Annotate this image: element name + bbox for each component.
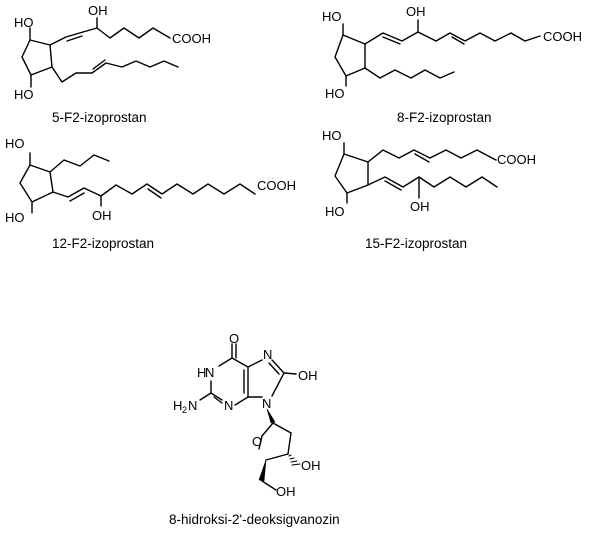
caption-12-f2-izoprostan: 12-F2-izoprostan	[52, 236, 154, 251]
bond	[247, 359, 263, 368]
atom-label-oh: OH	[298, 368, 318, 383]
atom-label-cooh: COOH	[257, 178, 296, 193]
double-bond-line	[382, 36, 401, 45]
bond	[218, 357, 233, 367]
atom-label-subscript: 2	[182, 405, 187, 415]
bond	[272, 422, 292, 434]
upper-chain	[49, 27, 171, 46]
atom-label-ho: HO	[325, 204, 345, 219]
atom-label-n: N	[224, 398, 233, 413]
bond	[287, 432, 292, 455]
atom-label-o: O	[252, 434, 262, 449]
atom-label-n: N	[205, 365, 214, 380]
wedge-bond-5-ch2oh	[258, 459, 267, 482]
atom-label-n: N	[188, 398, 197, 413]
atom-label-h: H	[197, 365, 206, 380]
bond	[271, 372, 285, 397]
bond	[210, 392, 223, 401]
atom-label-ho: HO	[325, 86, 345, 101]
caption-8-hidroksi-2-deoksigvanozin: 8-hidroksi-2'-deoksigvanozin	[169, 512, 340, 527]
atom-label-ho: HO	[322, 9, 342, 24]
molecule-8-f2-isoprostane: HO OH COOH HO 8-F2-izoprostan	[322, 4, 582, 125]
atom-label-ho: HO	[322, 128, 342, 143]
atom-label-ho: HO	[5, 210, 25, 225]
atom-label-cooh: COOH	[497, 152, 536, 167]
cyclopentane-ring	[19, 164, 54, 203]
double-bond-line	[69, 192, 85, 202]
double-bond-line	[147, 188, 162, 199]
atom-label-o: O	[229, 331, 239, 346]
double-bond-line	[92, 59, 106, 70]
hashed-bond-3-oh	[288, 454, 301, 466]
atom-label-cooh: COOH	[172, 31, 211, 46]
double-bond-line	[213, 396, 223, 404]
upper-chain	[364, 31, 541, 45]
atom-label-ho: HO	[14, 87, 34, 102]
bond	[271, 359, 285, 374]
bond	[199, 392, 212, 401]
bond	[283, 372, 297, 375]
lower-chain	[51, 60, 179, 83]
atom-label-oh: OH	[406, 4, 426, 19]
lower-chain	[52, 183, 256, 198]
cyclopentane-ring	[21, 39, 53, 76]
molecule-15-f2-isoprostane: HO COOH HO OH 15-F2-izoprostan	[322, 128, 536, 251]
molecule-12-f2-isoprostane: HO HO OH COOH 12-F2-izoprostan	[5, 136, 296, 251]
atom-label-cooh: COOH	[543, 29, 582, 44]
caption-8-f2-izoprostan: 8-F2-izoprostan	[397, 110, 492, 125]
atom-label-n: N	[263, 347, 272, 362]
atom-label-oh: OH	[88, 3, 108, 18]
cyclopentane-ring	[334, 153, 369, 194]
glycosidic-wedge-bond	[266, 408, 276, 424]
upper-chain	[49, 154, 110, 173]
caption-15-f2-izoprostan: 15-F2-izoprostan	[365, 236, 467, 251]
bond	[258, 435, 263, 450]
atom-label-ho: HO	[14, 15, 34, 30]
atom-label-oh: OH	[410, 199, 430, 214]
molecule-8-ohdg: O H N N H 2 N N N OH O	[169, 331, 340, 527]
bond	[261, 422, 274, 437]
double-bond-line	[384, 180, 402, 191]
lower-chain	[364, 67, 455, 79]
atom-label-oh: OH	[301, 458, 321, 473]
cyclopentane-ring	[334, 34, 366, 77]
atom-label-ho: HO	[5, 136, 25, 151]
atom-label-n: N	[262, 396, 271, 411]
upper-chain	[367, 149, 497, 163]
atom-label-oh: OH	[92, 208, 112, 223]
atom-label-oh: OH	[276, 484, 296, 499]
double-bond-line	[414, 153, 430, 163]
bond	[234, 396, 249, 406]
double-bond-line	[268, 362, 280, 375]
bond	[231, 357, 249, 368]
bond	[261, 480, 277, 491]
bond	[265, 453, 289, 461]
atom-label-h: H	[173, 398, 182, 413]
caption-5-f2-izoprostan: 5-F2-izoprostan	[52, 110, 147, 125]
double-bond-line	[66, 35, 83, 42]
molecule-5-f2-isoprostane: HO OH COOH HO 5-F2-izoprostan	[14, 3, 211, 125]
double-bond-line	[451, 36, 465, 45]
lower-chain	[367, 176, 498, 188]
